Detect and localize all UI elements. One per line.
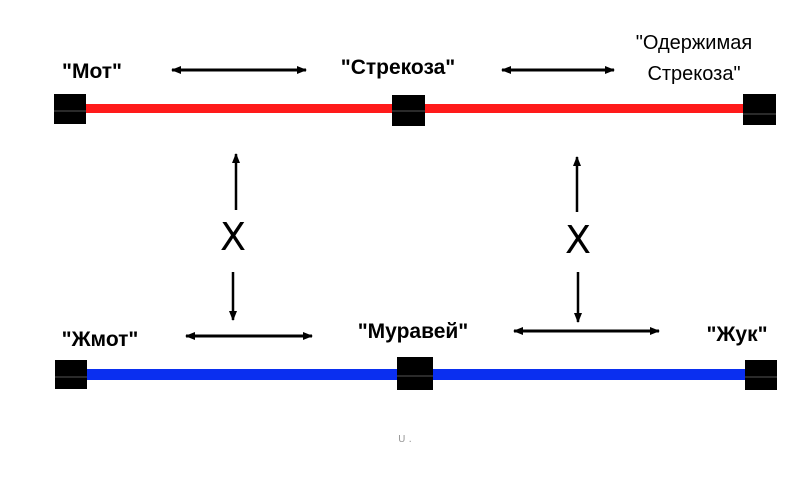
top-left-node xyxy=(54,94,86,124)
bottom-right-node xyxy=(745,360,777,390)
top-center-node xyxy=(392,95,425,126)
label-mot: "Мот" xyxy=(62,60,122,83)
label-oderzhimaya-line1: "Одержимая xyxy=(636,32,752,54)
label-zhmot: "Жмот" xyxy=(62,328,139,351)
footer-mark: U . xyxy=(398,434,412,445)
label-zhuk: "Жук" xyxy=(706,323,767,346)
label-strekoza: "Стрекоза" xyxy=(341,56,456,79)
left-cross-symbol: X xyxy=(220,215,246,259)
label-oderzhimaya-line2: Стрекоза" xyxy=(647,63,740,85)
label-muravey: "Муравей" xyxy=(358,320,469,343)
bottom-center-node xyxy=(397,357,433,390)
top-right-node xyxy=(743,94,776,125)
right-cross-symbol: X xyxy=(565,218,591,262)
bottom-left-node xyxy=(55,360,87,389)
